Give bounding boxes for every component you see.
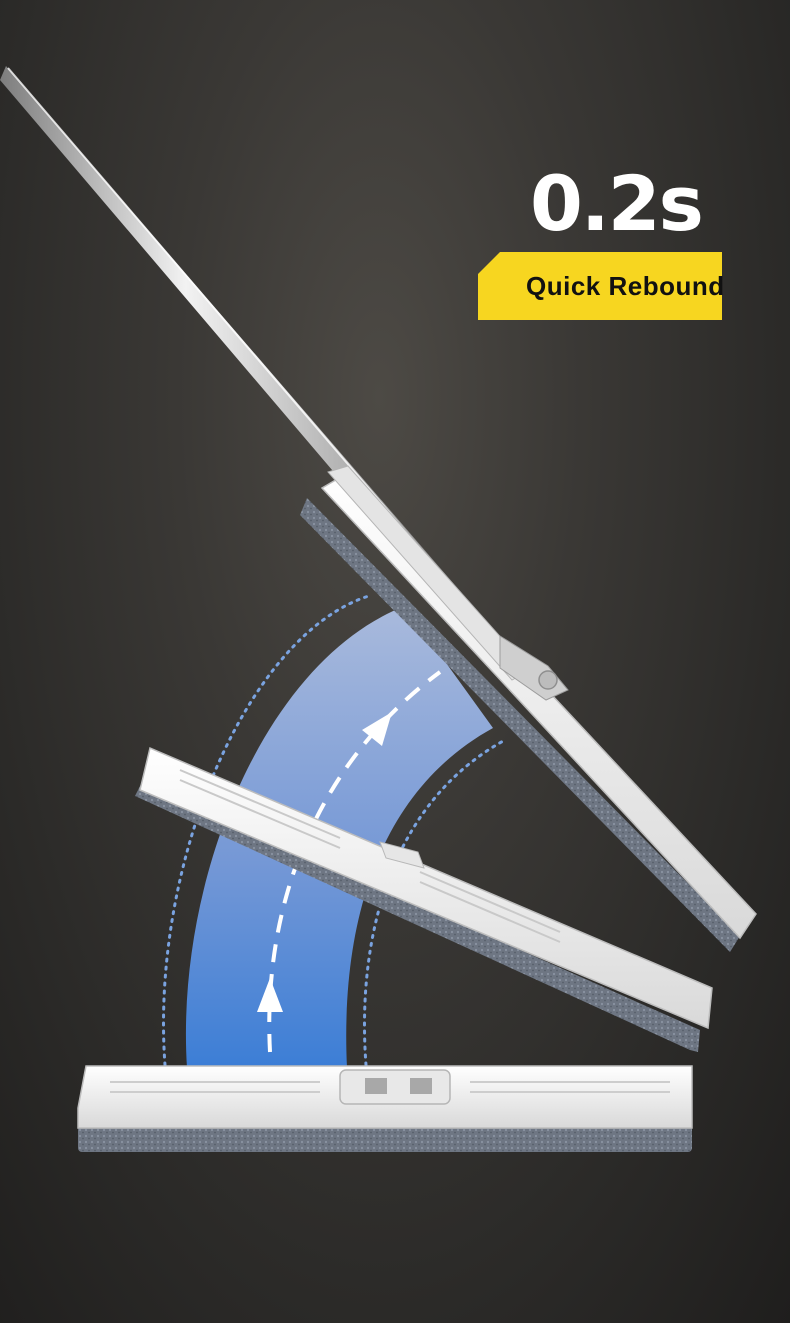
quick-rebound-label: Quick Rebound bbox=[526, 271, 725, 301]
mop-head-flat bbox=[77, 1065, 693, 1152]
mop-head-mid bbox=[135, 746, 713, 1052]
rebound-time-value: 0.2s bbox=[530, 159, 704, 248]
dotted-guide-outer bbox=[162, 593, 374, 1067]
quick-rebound-badge bbox=[478, 252, 722, 320]
arrow-up-icon bbox=[257, 978, 283, 1012]
arrow-up-right-icon bbox=[362, 712, 392, 746]
mop-head-lifted bbox=[300, 465, 757, 952]
